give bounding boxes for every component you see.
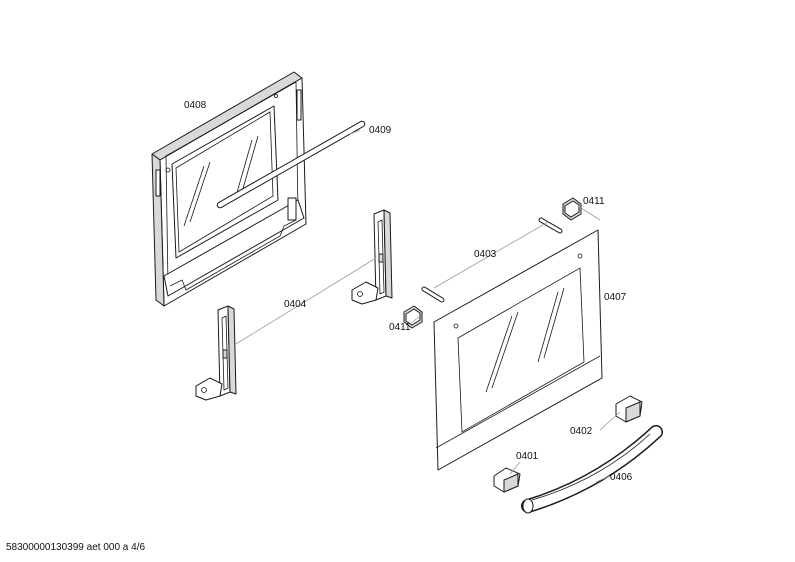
label-0403[interactable]: 0403 [474, 249, 497, 260]
label-0411-lower[interactable]: 0411 [389, 322, 411, 333]
part-0411-clip-lower[interactable] [403, 305, 423, 329]
label-0409[interactable]: 0409 [369, 125, 392, 136]
part-0403-roller-lower[interactable] [421, 286, 445, 303]
part-0401-handle-end-cap[interactable] [493, 467, 521, 493]
part-0407-outer-door-panel[interactable] [433, 229, 603, 471]
label-0411-upper[interactable]: 0411 [583, 196, 605, 207]
part-0403-roller-upper[interactable] [538, 217, 563, 234]
label-0404[interactable]: 0404 [284, 299, 307, 310]
part-0408-inner-door-frame[interactable] [151, 71, 307, 307]
label-0402[interactable]: 0402 [570, 426, 593, 437]
document-reference: 58300000130399 aet 000 a 4/6 [6, 542, 146, 553]
part-0404-hinge-right[interactable] [351, 209, 393, 305]
part-0409-door-seal-rod[interactable] [216, 120, 366, 209]
label-0401[interactable]: 0401 [516, 451, 539, 462]
part-0411-clip-upper[interactable] [562, 197, 582, 221]
label-0408[interactable]: 0408 [184, 100, 207, 111]
label-0407[interactable]: 0407 [604, 292, 627, 303]
part-labels: 0408 0409 0411 0403 0404 0407 0411 0402 … [184, 100, 633, 483]
part-0404-hinge-left[interactable] [195, 305, 237, 401]
part-0402-handle-end-cap[interactable] [615, 395, 643, 423]
leader-lines [235, 129, 621, 483]
label-0406[interactable]: 0406 [610, 472, 633, 483]
part-0406-door-handle[interactable] [521, 425, 663, 514]
